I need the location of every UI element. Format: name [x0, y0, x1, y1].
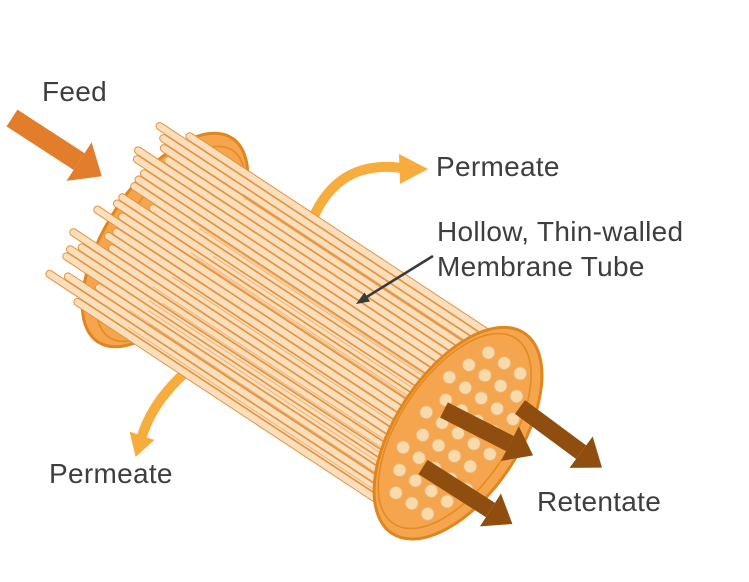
tube-end-dot — [477, 368, 492, 383]
membrane-pointer-arrow — [356, 254, 434, 304]
retentate-arrow-2 — [514, 400, 602, 468]
tube-end-dot — [493, 378, 508, 393]
permeate-top-label: Permeate — [436, 151, 560, 182]
tube-end-dot — [392, 463, 407, 478]
tube-end-dot — [415, 428, 430, 443]
tube-edge-line — [148, 310, 421, 491]
tube-end-dot — [463, 459, 478, 474]
tube-edge-line — [127, 326, 408, 512]
tube-end-dot — [461, 357, 476, 372]
membrane-tube-label-line2: Membrane Tube — [437, 251, 645, 282]
tube-end-dot — [458, 380, 473, 395]
membrane-tube-bundle — [45, 122, 515, 519]
tube-end-dot — [388, 485, 403, 500]
retentate-arrows-icon — [418, 400, 602, 527]
tube-end-dot — [447, 448, 462, 463]
tube-end-dot — [420, 506, 435, 521]
tube-end-dot — [442, 370, 457, 385]
tube-end-dot — [474, 391, 489, 406]
tube-end-dot — [513, 366, 528, 381]
feed-arrow-icon — [6, 109, 102, 181]
feed-label: Feed — [42, 76, 108, 107]
tube-end-dot — [396, 440, 411, 455]
tube-edge-line — [243, 196, 502, 368]
retentate-label: Retentate — [537, 486, 662, 517]
permeate-bottom-label: Permeate — [49, 458, 173, 489]
tube-end-dot — [440, 494, 455, 509]
tube-end-dot — [408, 473, 423, 488]
tube-edge-line — [148, 323, 415, 500]
right-end-cap-rim — [377, 332, 532, 530]
membrane-tube-label-line1: Hollow, Thin-walled — [437, 216, 684, 247]
tube-edge-line — [213, 175, 503, 367]
tube-end-dot — [412, 450, 427, 465]
tube-end-dot — [490, 401, 505, 416]
tube-end-dot — [509, 389, 524, 404]
tube-end-dot — [404, 496, 419, 511]
permeate-arrow-bottom-icon — [129, 367, 191, 457]
membrane-tube-label: Hollow, Thin-walled Membrane Tube — [437, 214, 683, 284]
tube-end-dot — [419, 405, 434, 420]
tube-end-dot — [424, 484, 439, 499]
tube-end-dot — [466, 436, 481, 451]
membrane-module-cylinder — [45, 122, 544, 541]
permeate-arrow-top-icon — [308, 154, 428, 221]
tube-end-dot — [482, 447, 497, 462]
tube-end-dot — [481, 345, 496, 360]
tube-end-dot — [431, 438, 446, 453]
tube-end-dot — [497, 356, 512, 371]
retentate-arrow-3 — [418, 459, 513, 527]
retentate-arrow-1 — [440, 402, 534, 461]
tube-edge-line — [242, 193, 504, 366]
